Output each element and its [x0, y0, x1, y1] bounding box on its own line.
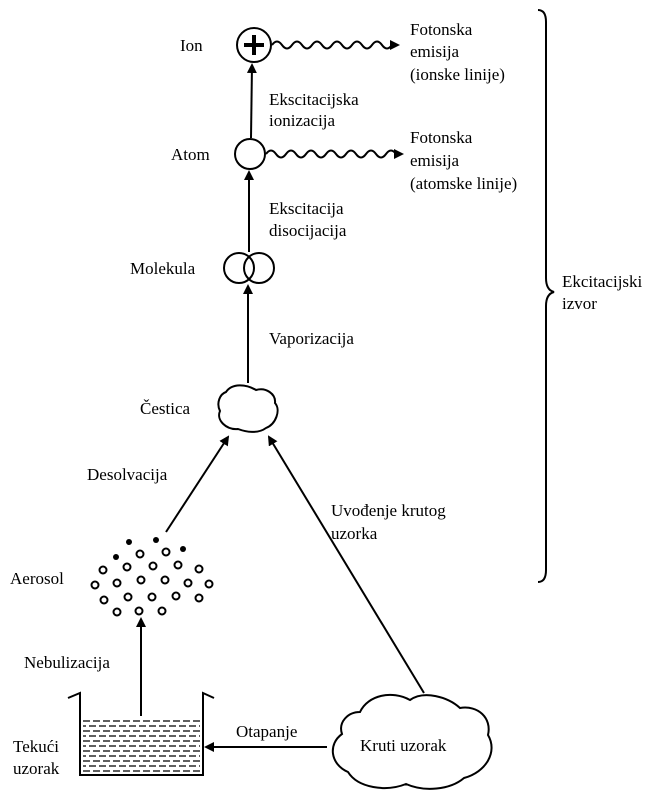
aerosol-droplets-icon: [90, 537, 214, 617]
solid-introduction-label-line2: uzorka: [331, 524, 378, 543]
liquid-sample-label-line2: uzorak: [13, 759, 60, 778]
excitation-dissociation-label-line2: disocijacija: [269, 221, 347, 240]
photon-wavy-arrow-icon: [271, 40, 400, 50]
ion-label: Ion: [180, 36, 203, 55]
liquid-sample-label-line1: Tekući: [13, 737, 59, 756]
solid-sample-label: Kruti uzorak: [360, 736, 447, 755]
vaporization-label: Vaporizacija: [269, 329, 354, 348]
excitation-source-brace: [537, 9, 555, 583]
excitation-source-label-line2: izvor: [562, 294, 597, 313]
particle-label: Čestica: [140, 399, 190, 418]
photon-wavy-arrow-icon: [265, 149, 404, 159]
atom-circle-icon: [234, 138, 266, 170]
dissolution-label: Otapanje: [236, 722, 297, 741]
ion-emission-label-line3: (ionske linije): [410, 65, 505, 84]
aerosol-label: Aerosol: [10, 569, 64, 588]
nebulization-label: Nebulizacija: [24, 653, 110, 672]
excitation-dissociation-label-line1: Ekscitacija: [269, 199, 344, 218]
arrow-solid-introduction: [267, 435, 425, 694]
arrow-excitation-ionization: [246, 63, 257, 139]
desolvation-label: Desolvacija: [87, 465, 168, 484]
atom-emission-label-line3: (atomske linije): [410, 174, 517, 193]
excitation-source-label-line1: Ekcitacijski: [562, 272, 643, 291]
solid-sample-blob-icon: [332, 693, 493, 790]
liquid-beaker-icon: [67, 691, 215, 776]
atom-label: Atom: [171, 145, 210, 164]
molecule-double-circle-icon: [223, 252, 275, 284]
molecule-label: Molekula: [130, 259, 196, 278]
ion-emission-label-line2: emisija: [410, 42, 460, 61]
solid-introduction-label-line1: Uvođenje krutog: [331, 501, 446, 520]
atom-emission-label-line2: emisija: [410, 151, 460, 170]
excitation-ionization-label-line2: ionizacija: [269, 111, 336, 130]
ion-emission-label-line1: Fotonska: [410, 20, 473, 39]
ion-plus-circle-icon: [236, 27, 272, 63]
atom-emission-label-line1: Fotonska: [410, 128, 473, 147]
arrow-desolvation: [165, 435, 230, 533]
excitation-ionization-label-line1: Ekscitacijska: [269, 90, 359, 109]
particle-blob-icon: [217, 384, 279, 433]
